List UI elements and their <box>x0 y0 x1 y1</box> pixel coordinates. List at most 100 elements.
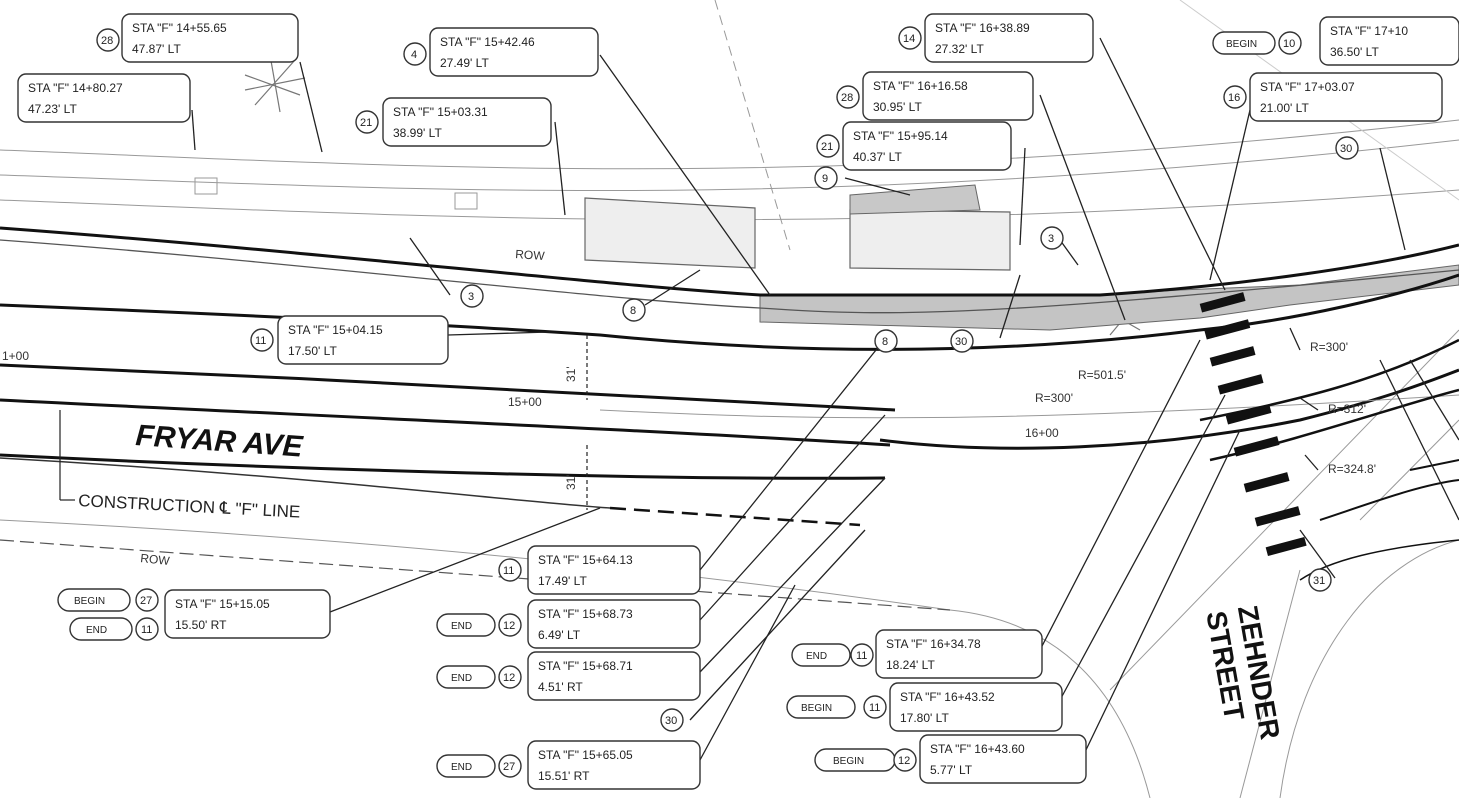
station-callout: 14 STA "F" 16+38.89 27.32' LT <box>898 13 1094 63</box>
keynote-bubble: 9 <box>814 166 838 190</box>
callout-offset: 18.24' LT <box>886 658 935 672</box>
bubble-number: 3 <box>468 291 474 303</box>
keynote-bubble: 8 <box>874 329 898 353</box>
sidewalk-areas <box>584 184 1459 331</box>
callout-offset: 6.49' LT <box>538 628 581 642</box>
bubble-number: 3 <box>1048 233 1054 245</box>
radius-label: R=300' <box>1310 340 1348 354</box>
callout-station: STA "F" 15+95.14 <box>853 129 948 143</box>
callout-number: 11 <box>141 624 152 636</box>
callout-station: STA "F" 15+03.31 <box>393 105 488 119</box>
callout-station: STA "F" 16+38.89 <box>935 21 1030 35</box>
callout-tag: END <box>806 651 827 662</box>
keynote-bubble: 3 <box>1040 226 1064 250</box>
station-callout: 21 STA "F" 15+03.31 38.99' LT <box>355 97 552 147</box>
callout-station: STA "F" 16+43.52 <box>900 690 995 704</box>
width-dimension: 31' <box>564 474 578 490</box>
callout-number: 27 <box>140 595 152 607</box>
callout-tag: END <box>451 621 472 632</box>
station-callout: 11 STA "F" 15+64.13 17.49' LT <box>498 545 701 595</box>
radius-label: R=501.5' <box>1078 368 1126 382</box>
callout-offset: 27.32' LT <box>935 42 984 56</box>
station-callout: 28 STA "F" 16+16.58 30.95' LT <box>836 71 1034 121</box>
callout-tag: END <box>451 762 472 773</box>
station-callout: 11 STA "F" 15+04.15 17.50' LT <box>250 315 449 365</box>
radius-label: R=312' <box>1328 402 1366 416</box>
callout-station: STA "F" 15+64.13 <box>538 553 633 567</box>
callout-offset: 15.50' RT <box>175 618 227 632</box>
callout-number: 12 <box>898 755 910 767</box>
leader-lines <box>191 37 1459 761</box>
callout-station: STA "F" 15+42.46 <box>440 35 535 49</box>
callout-tag: BEGIN <box>801 703 832 714</box>
station-callout: BEGIN 10 STA "F" 17+10 36.50' LT <box>1212 16 1459 66</box>
callout-offset: 17.49' LT <box>538 574 587 588</box>
station-callout: 16 STA "F" 17+03.07 21.00' LT <box>1223 72 1443 122</box>
station-callout: END 27 STA "F" 15+65.05 15.51' RT <box>436 740 701 790</box>
callout-number: 28 <box>101 35 113 47</box>
station-callout: 21 STA "F" 15+95.14 40.37' LT <box>816 121 1012 171</box>
bubble-number: 9 <box>822 173 828 185</box>
callout-number: 11 <box>255 335 266 347</box>
crosswalk-markings <box>1199 292 1307 557</box>
callout-tag: BEGIN <box>1226 39 1257 50</box>
bubble-number: 30 <box>665 715 677 727</box>
callout-offset: 27.49' LT <box>440 56 489 70</box>
dimension-lines <box>59 335 588 510</box>
callout-station: STA "F" 16+16.58 <box>873 79 968 93</box>
callout-station: STA "F" 16+34.78 <box>886 637 981 651</box>
width-dimension: 31' <box>564 366 578 382</box>
bubble-number: 30 <box>955 336 967 348</box>
callout-number: 16 <box>1228 92 1240 104</box>
callout-offset: 17.80' LT <box>900 711 949 725</box>
station-callout: 4 STA "F" 15+42.46 27.49' LT <box>403 27 599 77</box>
callout-station: STA "F" 15+04.15 <box>288 323 383 337</box>
callout-offset: 15.51' RT <box>538 769 590 783</box>
callout-number: 12 <box>503 672 515 684</box>
callout-tag: BEGIN <box>74 596 105 607</box>
callout-tag: END <box>451 673 472 684</box>
callout-number: 10 <box>1283 38 1295 50</box>
keynote-bubble: 30 <box>950 329 974 353</box>
callout-offset: 47.87' LT <box>132 42 181 56</box>
station-callout: BEGIN 27 END 11 STA "F" 15+15.05 15.50' … <box>57 588 331 641</box>
station-callout: END 12 STA "F" 15+68.73 6.49' LT <box>436 599 701 649</box>
bubble-number: 8 <box>630 305 636 317</box>
bubble-number: 31 <box>1313 575 1325 587</box>
keynote-bubble: 3 <box>460 284 484 308</box>
callout-offset: 21.00' LT <box>1260 101 1309 115</box>
callout-station: STA "F" 15+68.73 <box>538 607 633 621</box>
street-name-block: ZEHNDER STREET <box>1200 603 1286 742</box>
callout-number: 21 <box>821 141 833 153</box>
callout-number: 14 <box>903 33 915 45</box>
callout-station: STA "F" 17+03.07 <box>1260 80 1355 94</box>
radius-label: R=300' <box>1035 391 1073 405</box>
station-callout: 28 STA "F" 14+55.65 47.87' LT <box>96 13 299 63</box>
callout-station: STA "F" 15+68.71 <box>538 659 633 673</box>
radius-label: R=324.8' <box>1328 462 1376 476</box>
callout-tag: END <box>86 625 107 636</box>
keynote-bubble: 30 <box>1335 136 1359 160</box>
callout-offset: 36.50' LT <box>1330 45 1379 59</box>
callout-station: STA "F" 14+55.65 <box>132 21 227 35</box>
callout-number: 27 <box>503 761 515 773</box>
callout-tag: BEGIN <box>833 756 864 767</box>
callout-offset: 30.95' LT <box>873 100 922 114</box>
callout-number: 11 <box>503 565 514 577</box>
bubble-number: 8 <box>882 336 888 348</box>
road-name: FRYAR AVE <box>135 419 305 464</box>
station-callout: STA "F" 14+80.27 47.23' LT <box>17 73 191 123</box>
callout-offset: 40.37' LT <box>853 150 902 164</box>
station-callout: BEGIN 11 STA "F" 16+43.52 17.80' LT <box>786 682 1063 732</box>
callout-station: STA "F" 15+65.05 <box>538 748 633 762</box>
callout-station: STA "F" 17+10 <box>1330 24 1408 38</box>
callout-number: 28 <box>841 92 853 104</box>
radius-labels: R=501.5' R=300' R=300' R=312' R=324.8' <box>1035 340 1376 476</box>
row-label: ROW <box>140 551 171 568</box>
row-label: ROW <box>515 247 546 263</box>
bubble-number: 30 <box>1340 143 1352 155</box>
callout-offset: 47.23' LT <box>28 102 77 116</box>
station-label: 16+00 <box>1025 426 1059 440</box>
callout-offset: 38.99' LT <box>393 126 442 140</box>
callout-number: 12 <box>503 620 515 632</box>
